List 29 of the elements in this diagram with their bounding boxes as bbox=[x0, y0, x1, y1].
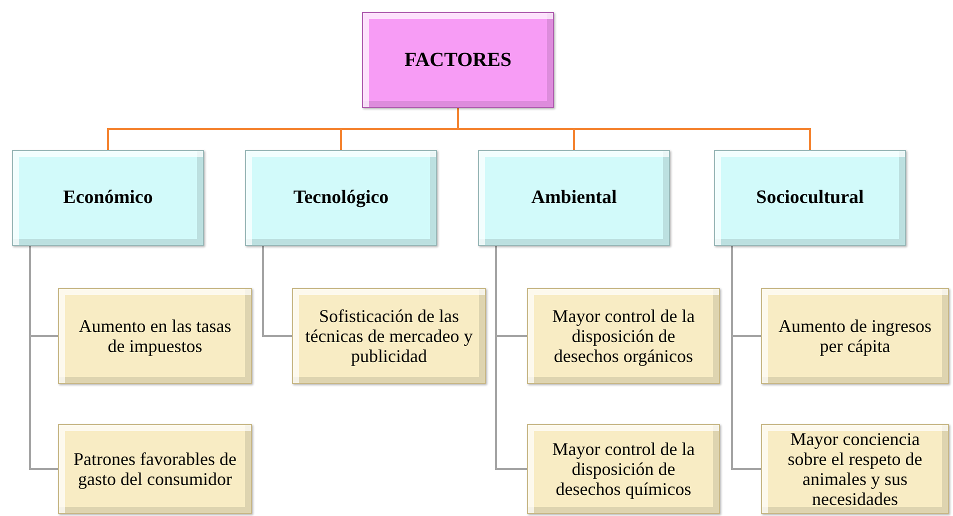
box-text: FACTORES bbox=[404, 48, 512, 73]
box-text: Patrones favorables de gasto del consumidor bbox=[72, 449, 238, 489]
factor-box bbox=[761, 424, 949, 514]
connector-line bbox=[457, 108, 811, 150]
box-text: Mayor conciencia sobre el respeto de animales y sus necesidades bbox=[786, 429, 924, 509]
factor-box bbox=[58, 288, 252, 384]
box-text: Mayor control de la disposición de desechos orgánicos bbox=[551, 306, 696, 366]
connector-line bbox=[495, 246, 527, 470]
factor-box bbox=[527, 424, 720, 514]
connector-line bbox=[731, 246, 761, 470]
category-box bbox=[245, 150, 437, 246]
category-box bbox=[714, 150, 906, 246]
box-text: Aumento en las tasas de impuestos bbox=[78, 316, 232, 356]
box-text: Aumento de ingresos per cápita bbox=[778, 316, 932, 356]
box-text: Económico bbox=[63, 186, 153, 210]
box-text: Sofisticación de las técnicas de mercadeo y publicidad bbox=[305, 306, 473, 366]
root-box bbox=[362, 12, 554, 108]
box-text: Ambiental bbox=[531, 186, 617, 210]
factor-box bbox=[292, 288, 486, 384]
category-box bbox=[478, 150, 670, 246]
box-text: Sociocultural bbox=[756, 186, 864, 210]
connector-line bbox=[262, 246, 292, 337]
factor-box bbox=[527, 288, 720, 384]
factor-box bbox=[58, 424, 252, 514]
box-text: Mayor control de la disposición de desechos químicos bbox=[551, 439, 696, 499]
factor-box bbox=[761, 288, 949, 384]
connector-line bbox=[29, 246, 58, 470]
category-box bbox=[12, 150, 204, 246]
box-text: Tecnológico bbox=[293, 186, 389, 210]
